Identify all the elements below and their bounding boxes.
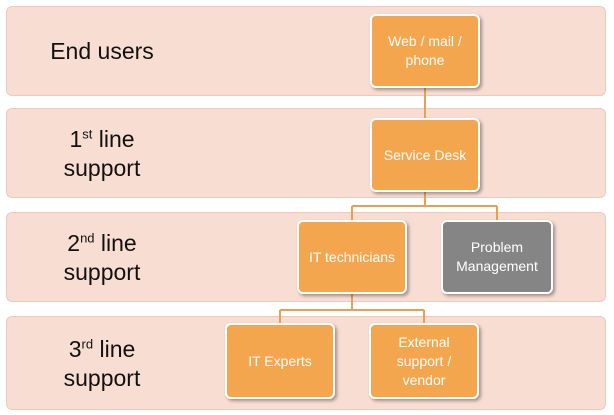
node-service-desk: Service Desk — [370, 118, 480, 192]
row-label-end-users: End users — [50, 38, 154, 64]
node-it-technicians: IT technicians — [297, 220, 407, 294]
row-end-users: End users — [6, 6, 606, 96]
row-label-3rd-line: 3rd line support — [63, 336, 141, 391]
row-1st-line-support: 1st line support — [6, 108, 606, 198]
node-external-support-vendor: External support / vendor — [369, 323, 479, 399]
node-web-mail-phone: Web / mail / phone — [370, 14, 480, 88]
row-label-1st-line: 1st line support — [63, 126, 141, 181]
node-it-experts: IT Experts — [225, 323, 335, 399]
node-problem-management: Problem Management — [441, 220, 553, 294]
row-label-2nd-line: 2nd line support — [63, 230, 141, 285]
